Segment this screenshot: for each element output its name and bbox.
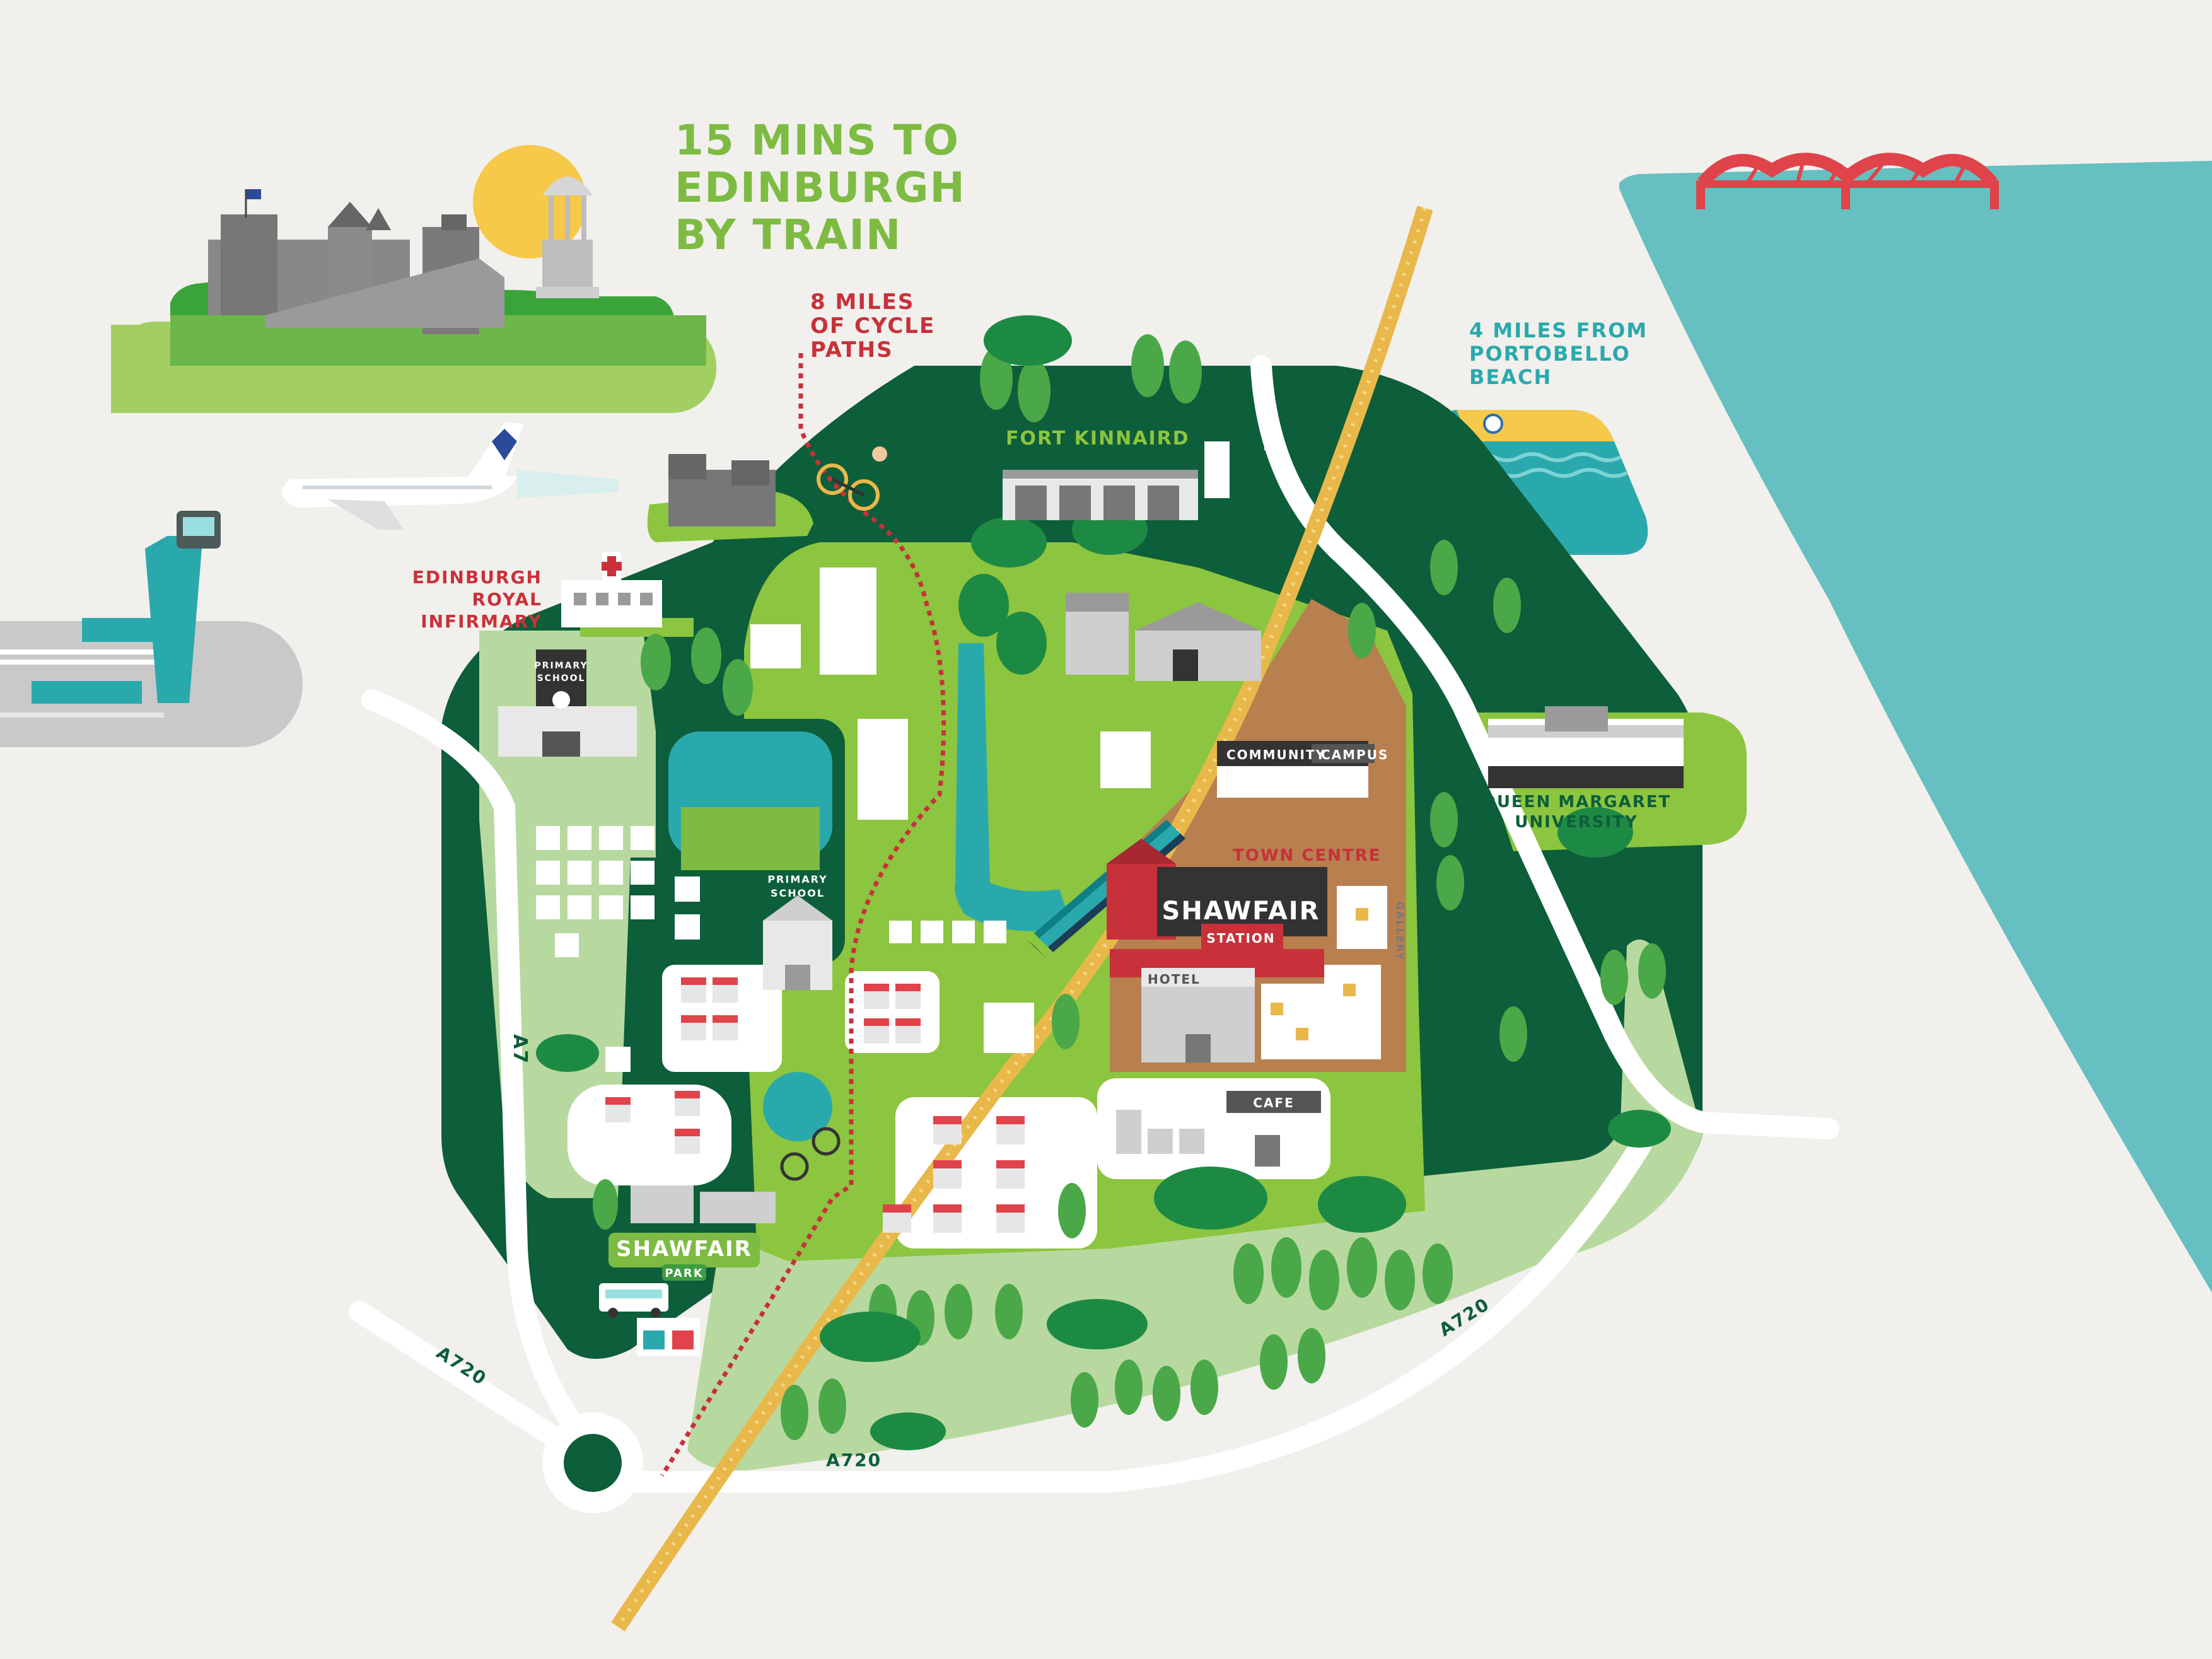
airport	[0, 511, 303, 747]
cafe-label: CAFE	[1253, 1095, 1294, 1110]
community-label: COMMUNITY	[1226, 747, 1326, 762]
parking-icon	[637, 1318, 700, 1356]
headline-line-2: EDINBURGH	[675, 163, 966, 212]
road-a720-west	[349, 1301, 566, 1448]
tower-block	[750, 624, 801, 668]
primary-school-south-line-1: PRIMARY	[767, 873, 827, 885]
station-name-label: SHAWFAIR	[1162, 897, 1320, 926]
primary-school-north-line-1: PRIMARY	[534, 661, 588, 671]
road-a7	[361, 689, 610, 1467]
bus-icon	[599, 1283, 668, 1318]
edinburgh-skyline	[111, 145, 716, 413]
fort-kinnaird-building	[1003, 441, 1230, 520]
beach-line-1: 4 MILES FROM	[1469, 318, 1648, 342]
park-sub-label: PARK	[665, 1267, 703, 1280]
housing-plot	[845, 971, 940, 1053]
primary-school-north-line-2: SCHOOL	[537, 673, 586, 684]
control-tower-icon	[145, 511, 221, 703]
tree-icon	[593, 334, 1666, 1440]
cafe-building	[1226, 1091, 1321, 1167]
castle-icon	[208, 189, 504, 334]
university-building	[1488, 706, 1684, 788]
town-centre-label: TOWN CENTRE	[1233, 846, 1381, 865]
beach-line-2: PORTOBELLO	[1469, 342, 1631, 366]
primary-school-south-line-2: SCHOOL	[771, 887, 825, 899]
cycle-path	[660, 353, 946, 1477]
tower-block	[820, 568, 876, 675]
apartment-building	[1100, 731, 1387, 1059]
tower-block	[858, 719, 908, 820]
cycle-paths-line-3: PATHS	[810, 337, 894, 363]
fort-kinnaird-label: FORT KINNAIRD	[1006, 428, 1190, 450]
beach-line-3: BEACH	[1469, 365, 1552, 389]
small-pond	[763, 1072, 832, 1141]
university-line-1: QUEEN MARGARET	[1482, 793, 1672, 812]
road-label-a1-north: A1	[1259, 422, 1281, 453]
monument-icon	[536, 177, 599, 298]
station-sub-label: STATION	[1206, 931, 1275, 946]
cyclist-icon	[780, 446, 887, 1181]
shawfair-station-building	[1107, 839, 1327, 977]
primary-school-south-building	[763, 895, 832, 990]
houses-north	[1066, 593, 1261, 681]
road-a720-south	[614, 1137, 1650, 1493]
primary-school-north-building	[498, 649, 637, 757]
shawfair-park-badge	[608, 1233, 760, 1267]
red-roof-houses	[605, 977, 1025, 1233]
hotel-label: HOTEL	[1148, 972, 1201, 987]
campus-label: CAMPUS	[1321, 747, 1388, 762]
residential-houses	[536, 826, 1006, 1072]
bush-clusters	[536, 315, 1671, 1450]
road-label-a720-south: A720	[826, 1450, 882, 1470]
infirmary-line-2: ROYAL	[472, 589, 542, 610]
fortress-building	[668, 454, 776, 527]
road-label-a7: A7	[509, 1034, 531, 1064]
housing-plot	[568, 1085, 731, 1185]
park-name-label: SHAWFAIR	[616, 1237, 752, 1262]
hospital-icon	[561, 552, 662, 627]
headline-line-3: BY TRAIN	[675, 211, 902, 259]
infirmary-line-3: INFIRMARY	[421, 611, 542, 632]
infirmary-line-1: EDINBURGH	[412, 567, 542, 588]
airplane-icon	[282, 422, 618, 530]
forth-bridge-icon	[1696, 153, 1999, 209]
road-a1-north	[1250, 355, 1839, 1139]
community-campus-building	[1217, 741, 1375, 798]
sun-icon	[473, 145, 586, 259]
canal-pond	[955, 643, 1072, 931]
headline-line-1: 15 MINS TO	[675, 116, 960, 165]
south-grey-houses	[631, 1110, 1204, 1223]
tower-block	[984, 1003, 1034, 1053]
firth-of-forth-sea	[1619, 161, 2212, 1293]
cycle-paths-line-2: OF CYCLE	[810, 313, 935, 339]
university-line-2: UNIVERSITY	[1515, 813, 1638, 832]
hotel-building	[1141, 968, 1255, 1062]
cycle-paths-line-1: 8 MILES	[810, 289, 914, 315]
gallery-label: GALLERY	[1394, 902, 1406, 961]
